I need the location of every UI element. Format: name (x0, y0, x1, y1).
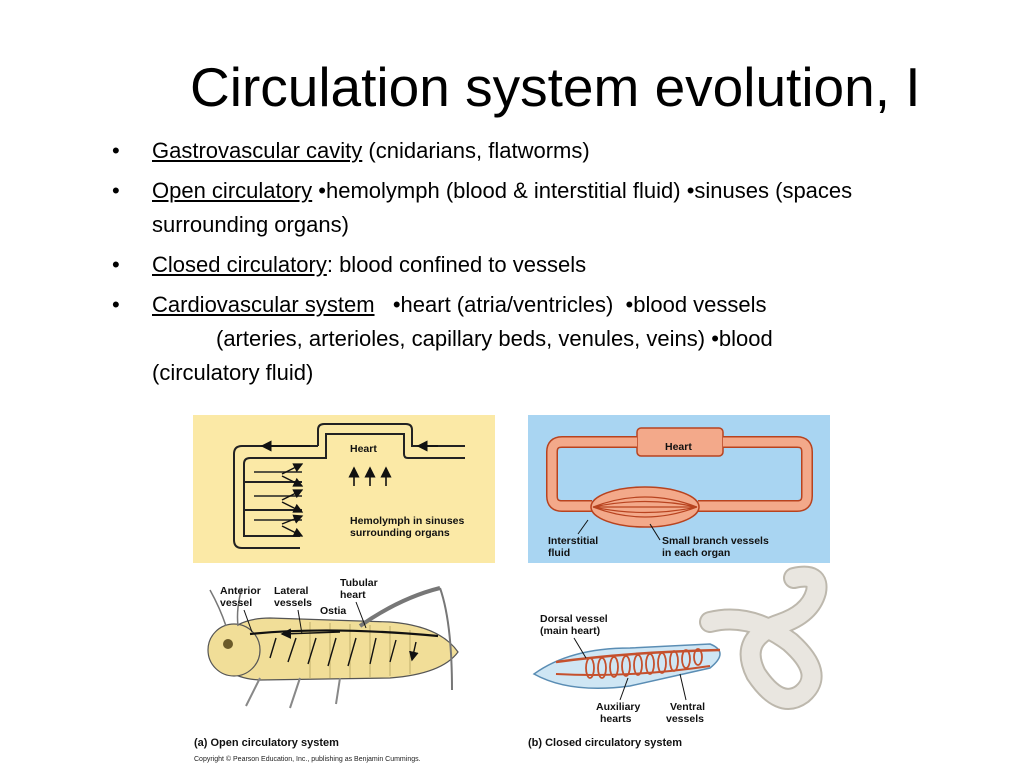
bullet-dot: • (112, 292, 120, 317)
bullet-item: • Closed circulatory: blood confined to … (112, 248, 912, 282)
circulatory-figure: Heart Hemolymph in sinuses surrounding o… (190, 412, 838, 768)
bullet-term: Closed circulatory (152, 252, 327, 277)
closed-system-diagram: Heart Interstitial fluid Small branch ve… (528, 415, 830, 563)
open-sinus-label: surrounding organs (350, 527, 450, 539)
tubular-heart-label: Tubular (340, 577, 378, 589)
dorsal-vessel-label: Dorsal vessel (540, 613, 608, 625)
caption-open: (a) Open circulatory system (194, 737, 339, 749)
lateral-label: vessels (274, 597, 312, 609)
bullet-dot: • (112, 138, 120, 163)
auxiliary-hearts-label: hearts (600, 713, 632, 725)
slide-title: Circulation system evolution, I (190, 56, 921, 118)
caption-closed: (b) Closed circulatory system (528, 737, 682, 749)
figure-svg: Heart Hemolymph in sinuses surrounding o… (193, 415, 830, 763)
open-system-diagram: Heart Hemolymph in sinuses surrounding o… (193, 415, 495, 563)
bullet-dot: • (112, 252, 120, 277)
bullet-term: Cardiovascular system (152, 292, 375, 317)
lateral-label: Lateral (274, 585, 309, 597)
closed-heart-label: Heart (665, 441, 692, 453)
grasshopper-illustration: Anterior vessel Lateral vessels Tubular … (207, 577, 459, 709)
bullet-text: (cnidarians, flatworms) (362, 138, 590, 163)
interstitial-label: Interstitial (548, 535, 598, 547)
bullet-item: • Cardiovascular system •heart (atria/ve… (112, 288, 912, 390)
dorsal-vessel-label: (main heart) (540, 625, 600, 637)
anterior-label: vessel (220, 597, 252, 609)
branch-vessels-label: in each organ (662, 547, 730, 559)
earthworm-illustration: Dorsal vessel (main heart) Auxiliary hea… (532, 565, 828, 725)
bullet-item: • Gastrovascular cavity (cnidarians, fla… (112, 134, 912, 168)
bullet-text: (arteries, arterioles, capillary beds, v… (216, 326, 773, 351)
anterior-label: Anterior (220, 585, 261, 597)
bullet-item: • Open circulatory •hemolymph (blood & i… (112, 174, 912, 242)
ventral-vessels-label: vessels (666, 713, 704, 725)
open-panel-bg (193, 415, 495, 563)
open-heart-label: Heart (350, 443, 377, 455)
auxiliary-hearts-label: Auxiliary (596, 701, 641, 713)
bullet-text: : blood confined to vessels (326, 252, 587, 277)
ostia-label: Ostia (320, 605, 346, 617)
copyright-text: Copyright © Pearson Education, Inc., pub… (194, 755, 421, 763)
bullet-text: •hemolymph (blood & interstitial fluid) … (152, 178, 853, 237)
branch-vessels-label: Small branch vessels (662, 535, 769, 547)
interstitial-label: fluid (548, 547, 570, 559)
bullet-term: Open circulatory (152, 178, 313, 203)
bullet-term: Gastrovascular cavity (152, 138, 363, 163)
ventral-vessels-label: Ventral (670, 701, 705, 713)
bullet-text: •heart (atria/ventricles) •blood vessels (374, 292, 767, 317)
bullet-dot: • (112, 178, 120, 203)
tubular-heart-label: heart (340, 589, 366, 601)
bullet-text: (circulatory fluid) (152, 360, 314, 385)
open-sinus-label: Hemolymph in sinuses (350, 515, 465, 527)
bullet-list: • Gastrovascular cavity (cnidarians, fla… (112, 134, 912, 396)
